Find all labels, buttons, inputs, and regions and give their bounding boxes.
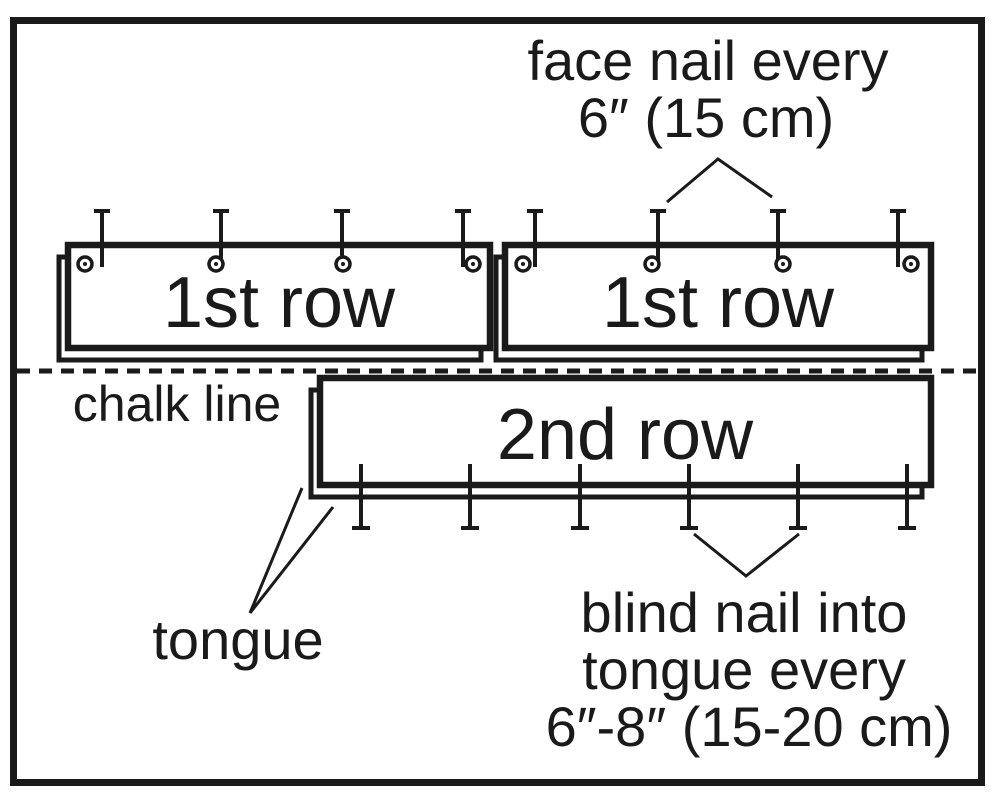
face-nail-icon (455, 209, 482, 273)
face-nails-row1-left (76, 209, 482, 273)
chalk-line-label: chalk line (73, 376, 281, 432)
tongue-pointer-line-2 (248, 506, 335, 614)
blind-nail-label-line1: blind nail into (581, 581, 908, 644)
board-2nd-row-label: 2nd row (497, 395, 754, 475)
tongue-pointer-line-1 (248, 487, 304, 614)
board-1st-row-left: 1st row (56, 241, 494, 363)
blind-nail-icon (352, 464, 370, 530)
blind-nail-label-line3: 6″-8″ (15-20 cm) (546, 695, 953, 758)
board-1st-row-right: 1st row (493, 241, 935, 363)
face-nail-label-line2: 6″ (15 cm) (578, 86, 834, 149)
face-nail-icon (890, 209, 920, 273)
blind-nail-icon (461, 464, 479, 530)
board-1st-row-left-label: 1st row (163, 263, 396, 343)
diagram-border (10, 17, 985, 786)
face-nail-annotation: face nail every 6″ (15 cm) (527, 29, 889, 204)
board-2nd-row-face (316, 374, 935, 489)
tongue-annotation: tongue (152, 487, 335, 671)
face-nails-row1-right (514, 209, 920, 273)
board-1st-row-left-face (64, 241, 494, 352)
blind-nail-icon (898, 464, 916, 530)
face-nail-icon (76, 209, 110, 273)
face-nail-icon (514, 209, 543, 273)
blind-nail-label-line2: tongue every (582, 638, 906, 701)
tongue-label: tongue (152, 608, 323, 671)
face-nail-label-line1: face nail every (527, 29, 888, 92)
face-nail-pointer-lines (666, 157, 773, 204)
face-nail-icon (643, 209, 666, 273)
board-1st-row-right-face (501, 241, 935, 352)
blind-nail-icon (680, 464, 698, 530)
blind-nail-annotation: blind nail into tongue every 6″-8″ (15-2… (546, 532, 953, 758)
blind-nail-icon (571, 464, 589, 530)
blind-nail-pointer-lines (693, 532, 800, 578)
face-nail-icon (770, 209, 792, 273)
face-nail-icon (334, 209, 352, 273)
blind-nails-row2 (352, 464, 916, 530)
board-2nd-row: 2nd row (308, 374, 935, 500)
board-1st-row-right-label: 1st row (602, 263, 835, 343)
blind-nail-icon (789, 464, 807, 530)
face-nail-icon (207, 209, 229, 273)
